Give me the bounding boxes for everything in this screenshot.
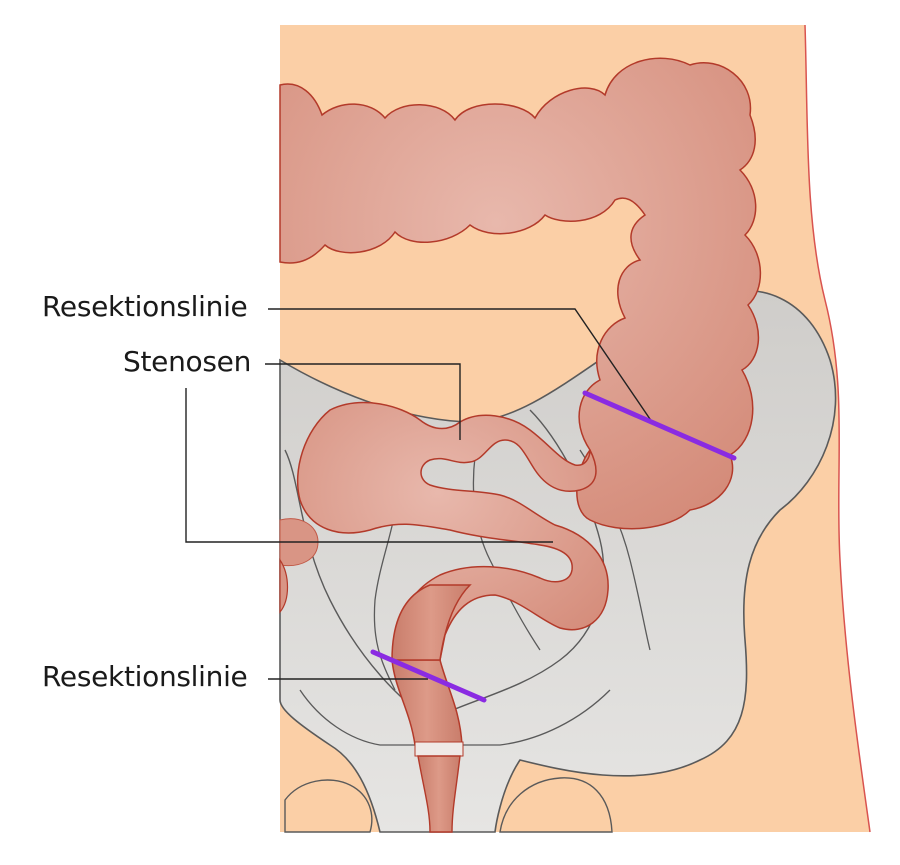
rectum-upper [391, 584, 472, 661]
sacrum-outline [472, 429, 541, 651]
leader-line-stenoses-lower [185, 388, 553, 543]
label-resection-line-lower: Resektionslinie [42, 660, 248, 693]
resection-line-upper [582, 390, 737, 461]
leader-line-resection-upper [268, 308, 653, 423]
leader-line-stenoses-upper [265, 363, 461, 440]
anal-sphincter-band [414, 741, 464, 757]
anal-canal [417, 755, 461, 833]
pelvic-brim [299, 689, 611, 746]
obturator-foramen-left [284, 779, 373, 833]
pelvic-cavity [284, 409, 605, 721]
label-resection-line-upper: Resektionslinie [42, 290, 248, 323]
ascending-colon-fragment [279, 558, 289, 614]
abdomen-outline [804, 24, 871, 833]
leader-lines [185, 308, 653, 680]
transverse-and-descending-colon [279, 57, 762, 530]
obturator-foramen-right [499, 777, 613, 833]
resection-line-lower [370, 649, 487, 703]
label-stenoses: Stenosen [123, 345, 252, 378]
